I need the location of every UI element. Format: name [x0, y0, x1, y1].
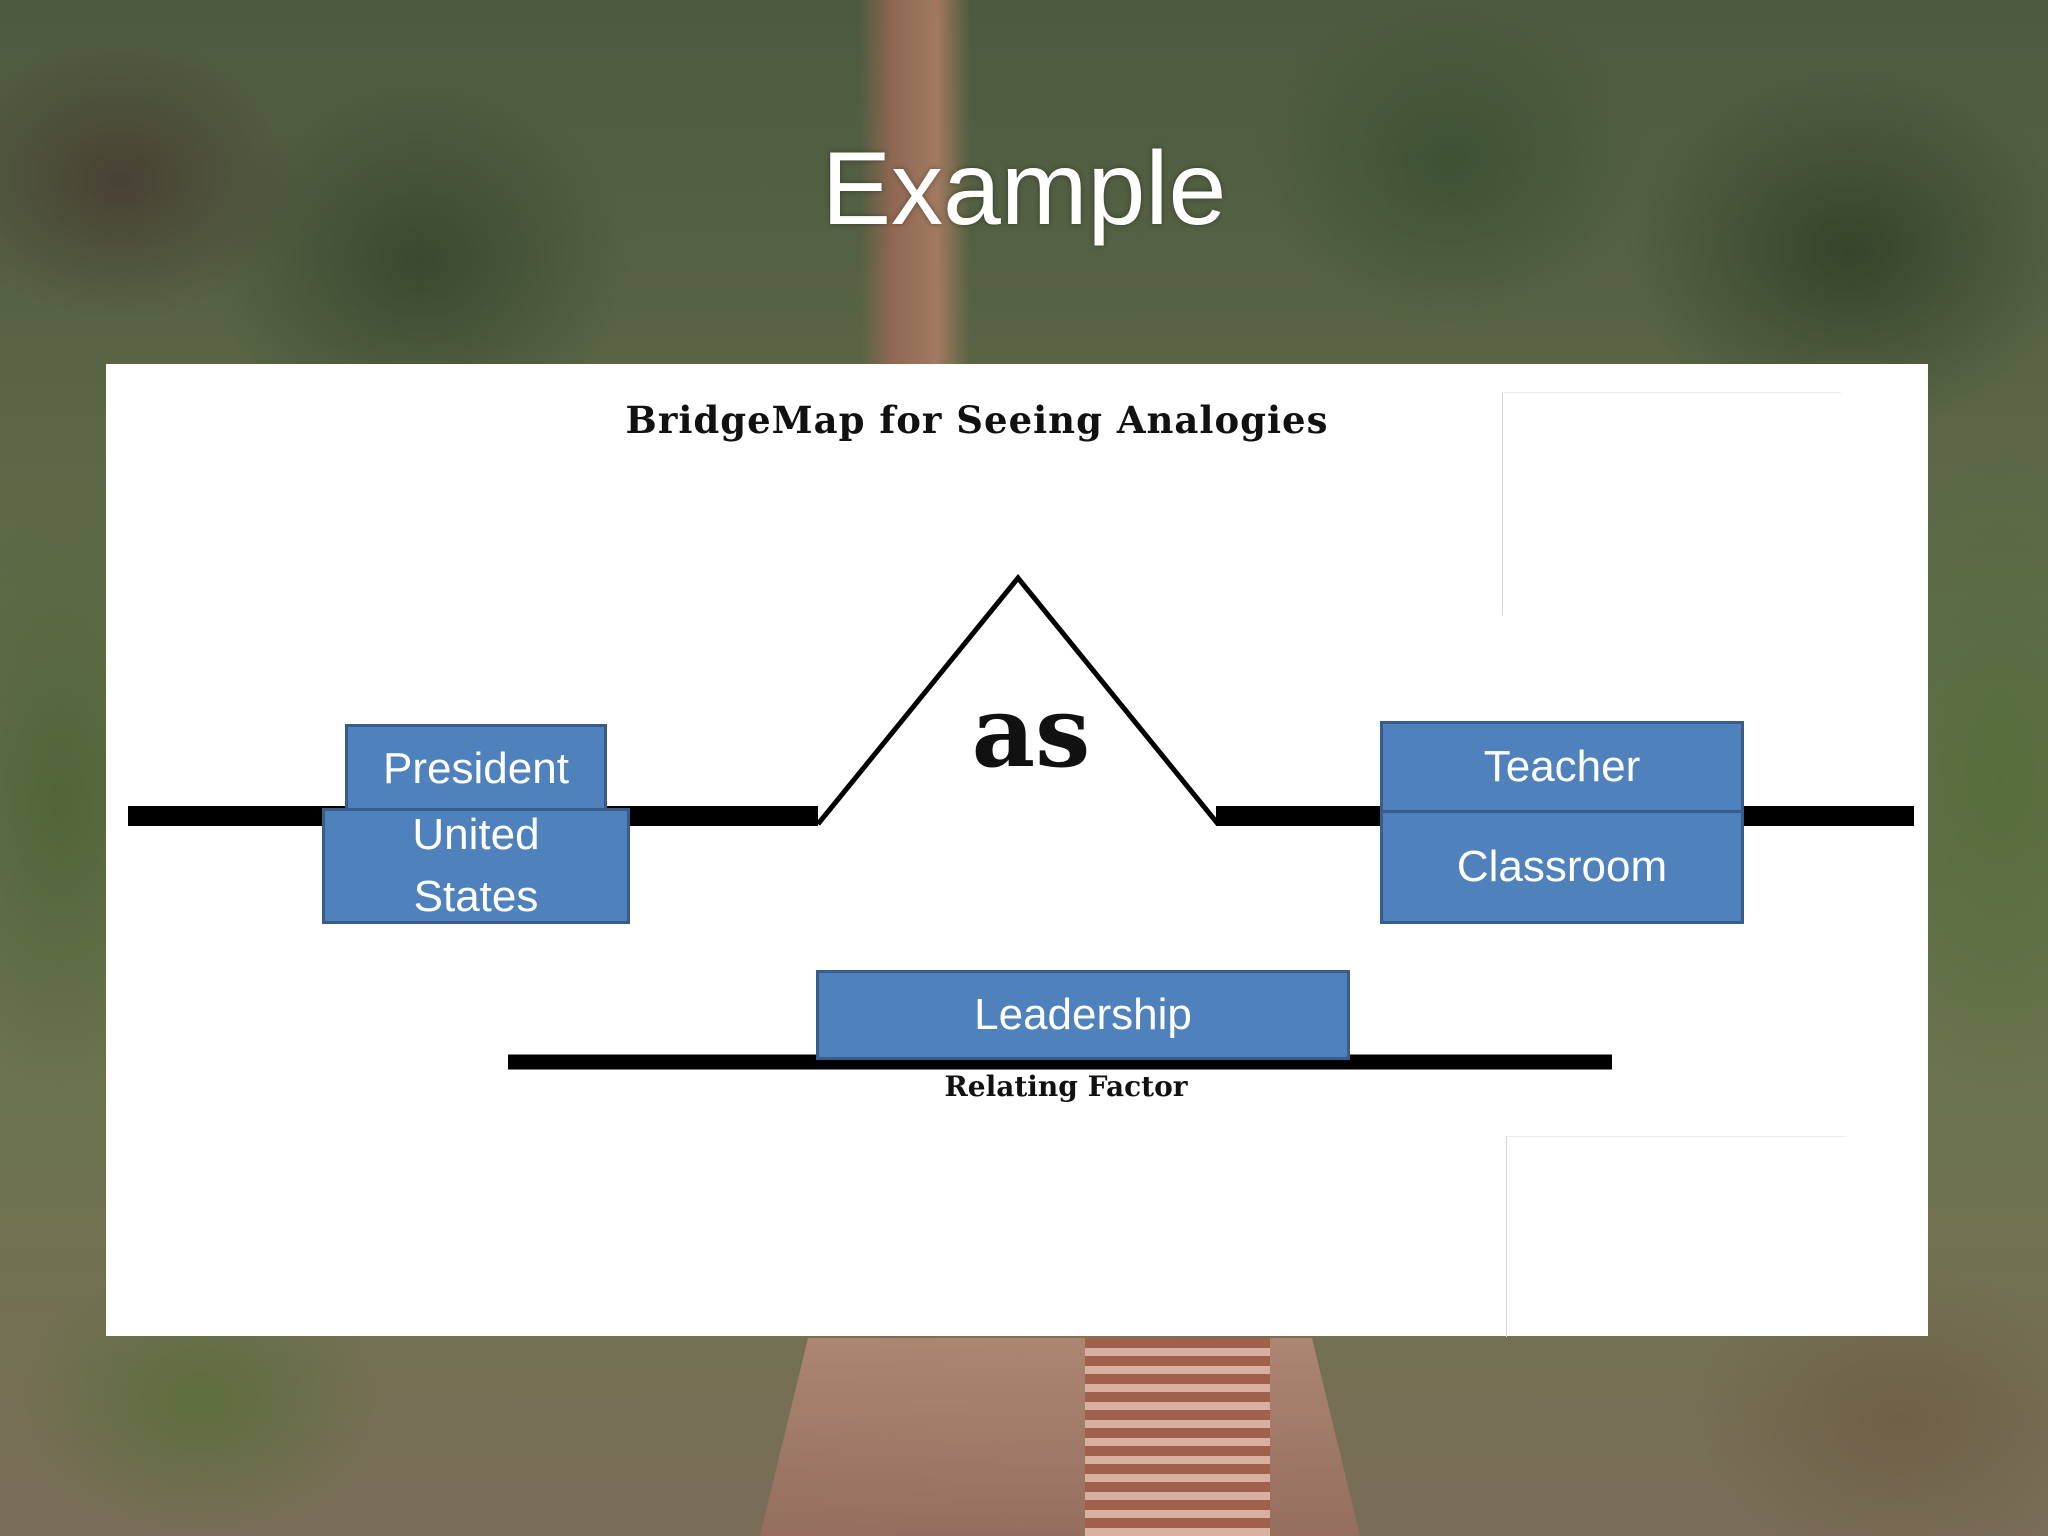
as-connector: as — [971, 675, 1091, 790]
left-top-box: President — [345, 724, 607, 814]
right-top-label: Teacher — [1483, 742, 1641, 792]
bridge-map-panel: BridgeMap for Seeing Analogies as Presid… — [106, 364, 1928, 1337]
bridge-stairs — [1085, 1338, 1270, 1536]
bridge-walkway — [860, 0, 970, 370]
left-bottom-label: United States — [412, 810, 540, 921]
map-heading: BridgeMap for Seeing Analogies — [625, 398, 1329, 442]
relating-factor-box: Leadership — [816, 970, 1350, 1060]
faint-frame-bottom — [1506, 1136, 1847, 1337]
left-bottom-box: United States — [322, 808, 630, 924]
left-top-label: President — [383, 744, 569, 794]
right-bottom-box: Classroom — [1380, 810, 1744, 924]
bridge-base — [760, 1338, 1360, 1536]
as-triangle — [816, 574, 1220, 826]
right-top-box: Teacher — [1380, 721, 1744, 813]
faint-frame-top — [1502, 392, 1841, 615]
slide-title: Example — [821, 131, 1227, 247]
relating-factor-label: Relating Factor — [944, 1070, 1188, 1103]
relating-factor-value: Leadership — [974, 990, 1192, 1040]
right-bottom-label: Classroom — [1456, 842, 1668, 892]
